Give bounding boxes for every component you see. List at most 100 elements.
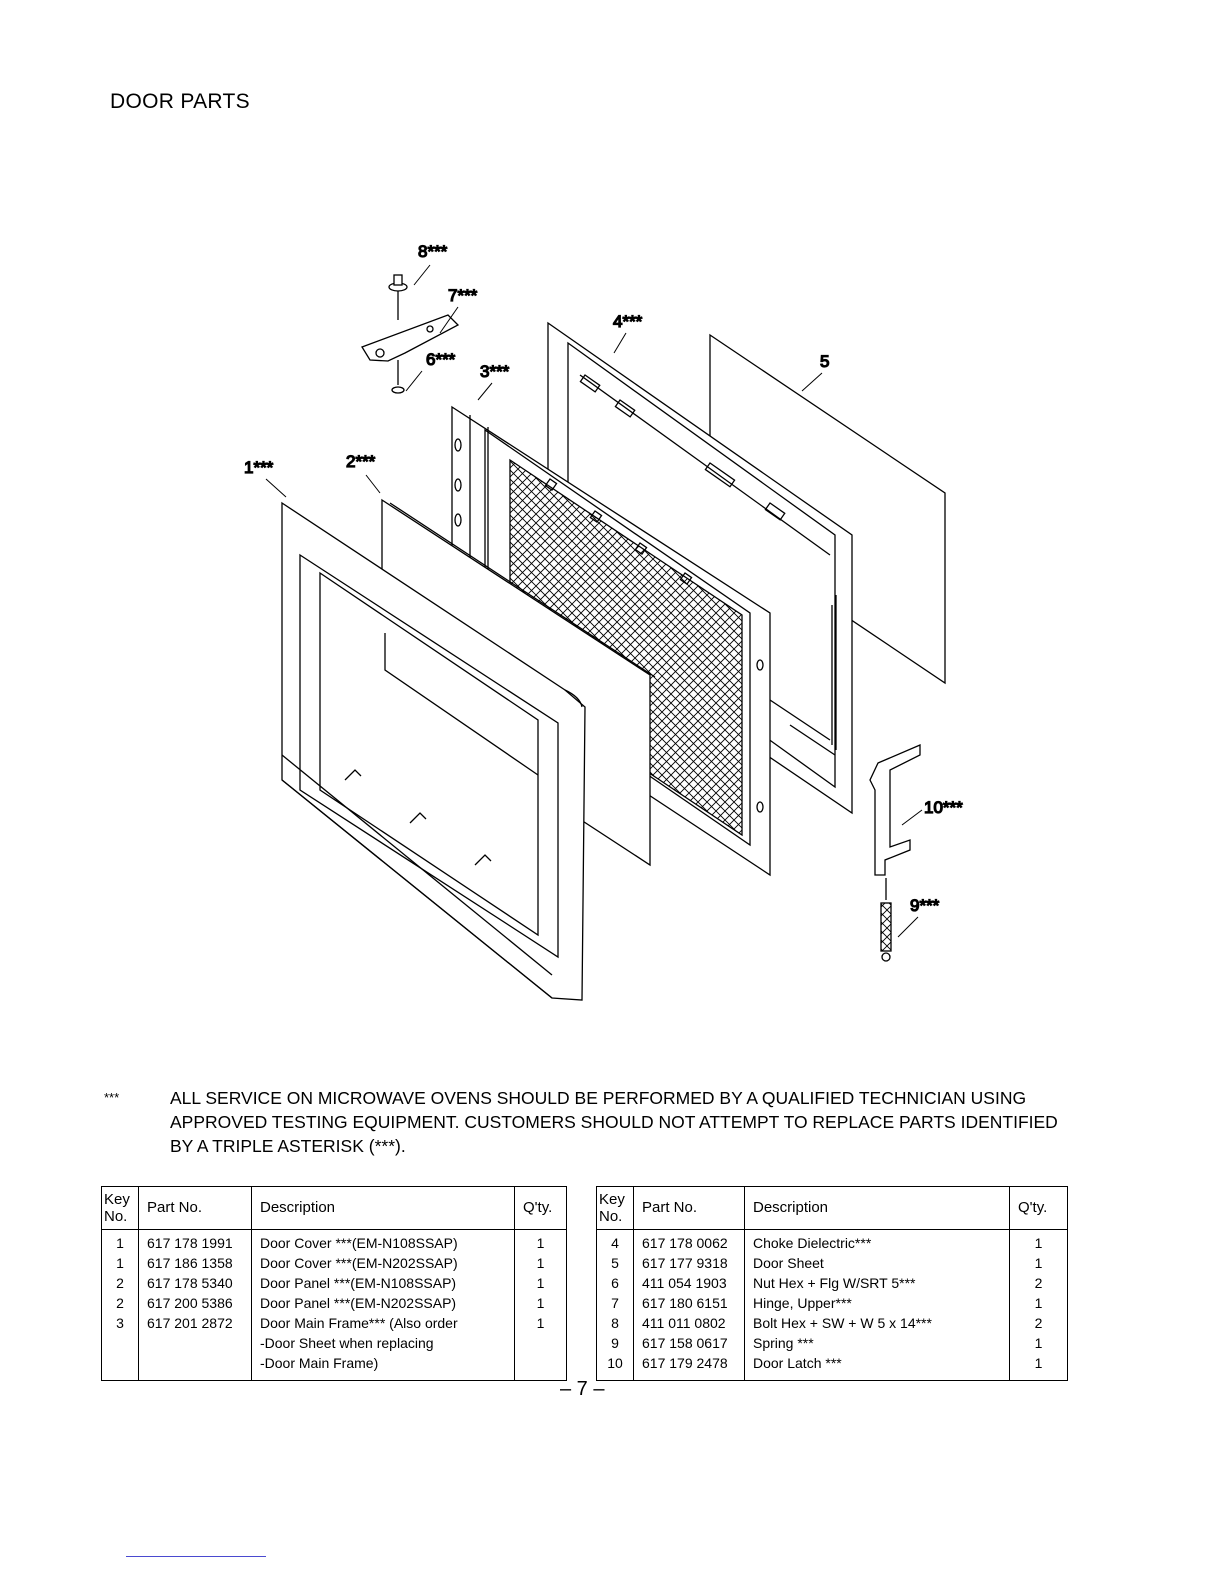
door-main-frame-part-3 — [451, 405, 771, 877]
cell-qty: 1 — [1009, 1293, 1068, 1313]
cell-qty: 2 — [1009, 1273, 1068, 1293]
cell-key-no: 9 — [596, 1333, 634, 1353]
cell-qty: 1 — [514, 1313, 567, 1333]
cell-qty: 1 — [514, 1253, 567, 1273]
cell-part-no: 617 178 1991 — [138, 1229, 252, 1253]
cell-key-no: 10 — [596, 1353, 634, 1381]
cell-qty: 2 — [1009, 1313, 1068, 1333]
cell-part-no: 411 011 0802 — [633, 1313, 745, 1333]
cell-description: Hinge, Upper*** — [744, 1293, 1010, 1313]
table-row: -Door Main Frame) — [101, 1353, 567, 1381]
cell-part-no: 617 158 0617 — [633, 1333, 745, 1353]
cell-key-no: 2 — [101, 1273, 139, 1293]
callout-7: 7*** — [448, 286, 478, 305]
page-title: DOOR PARTS — [110, 90, 250, 113]
cell-key-no: 6 — [596, 1273, 634, 1293]
bolt-part-8 — [388, 274, 408, 320]
cell-key-no: 4 — [596, 1229, 634, 1253]
cell-qty: 1 — [514, 1229, 567, 1253]
cell-part-no: 617 177 9318 — [633, 1253, 745, 1273]
callout-9: 9*** — [910, 896, 940, 915]
callout-5: 5 — [820, 352, 829, 371]
header-part-no: Part No. — [633, 1186, 745, 1230]
callout-4: 4*** — [613, 312, 643, 331]
callout-6: 6*** — [426, 350, 456, 369]
cell-part-no: 617 200 5386 — [138, 1293, 252, 1313]
cell-qty: 1 — [1009, 1229, 1068, 1253]
header-qty: Q'ty. — [514, 1186, 567, 1230]
hinge-upper-part-7 — [361, 314, 460, 362]
cell-description: Door Panel ***(EM-N108SSAP) — [251, 1273, 515, 1293]
cell-part-no — [138, 1353, 252, 1381]
footer-rule — [126, 1556, 266, 1557]
cell-part-no: 411 054 1903 — [633, 1273, 745, 1293]
door-latch-part-10 — [869, 744, 921, 876]
cell-description: -Door Main Frame) — [251, 1353, 515, 1381]
cell-description: Door Sheet — [744, 1253, 1010, 1273]
cell-part-no: 617 178 5340 — [138, 1273, 252, 1293]
cell-description: Bolt Hex + SW + W 5 x 14*** — [744, 1313, 1010, 1333]
exploded-door-diagram: 8*** 7*** 6*** 3*** 4*** 5 1*** 2*** 10*… — [230, 235, 990, 1005]
cell-description: Door Panel ***(EM-N202SSAP) — [251, 1293, 515, 1313]
cell-part-no: 617 178 0062 — [633, 1229, 745, 1253]
cell-description: Choke Dielectric*** — [744, 1229, 1010, 1253]
callout-3: 3*** — [480, 362, 510, 381]
header-description: Description — [251, 1186, 515, 1230]
leader-arrows — [265, 264, 923, 938]
cell-key-no: 1 — [101, 1253, 139, 1273]
cell-qty — [514, 1333, 567, 1353]
callout-1: 1*** — [244, 458, 274, 477]
cell-part-no: 617 186 1358 — [138, 1253, 252, 1273]
cell-part-no — [138, 1333, 252, 1353]
callout-2: 2*** — [346, 452, 376, 471]
cell-qty: 1 — [514, 1273, 567, 1293]
callout-8: 8*** — [418, 242, 448, 261]
cell-qty: 1 — [1009, 1253, 1068, 1273]
header-description: Description — [744, 1186, 1010, 1230]
cell-key-no: 2 — [101, 1293, 139, 1313]
page-number: – 7 – — [560, 1378, 605, 1400]
cell-qty: 1 — [1009, 1333, 1068, 1353]
header-part-no: Part No. — [138, 1186, 252, 1230]
cell-key-no — [101, 1353, 139, 1381]
cell-key-no: 3 — [101, 1313, 139, 1333]
cell-part-no: 617 179 2478 — [633, 1353, 745, 1381]
notice-text: ALL SERVICE ON MICROWAVE OVENS SHOULD BE… — [170, 1088, 1058, 1156]
service-notice: *** ALL SERVICE ON MICROWAVE OVENS SHOUL… — [104, 1086, 1064, 1158]
door-cover-part-1 — [281, 501, 586, 1001]
cell-description: -Door Sheet when replacing — [251, 1333, 515, 1353]
cell-key-no — [101, 1333, 139, 1353]
cell-description: Nut Hex + Flg W/SRT 5*** — [744, 1273, 1010, 1293]
notice-asterisk-mark: *** — [104, 1090, 120, 1105]
cell-part-no: 617 180 6151 — [633, 1293, 745, 1313]
cell-key-no: 7 — [596, 1293, 634, 1313]
cell-description: Door Latch *** — [744, 1353, 1010, 1381]
cell-description: Door Main Frame*** (Also order — [251, 1313, 515, 1333]
table-row: -Door Sheet when replacing — [101, 1333, 567, 1353]
nut-part-6 — [391, 360, 405, 394]
cell-qty: 1 — [514, 1293, 567, 1313]
cell-qty: 1 — [1009, 1353, 1068, 1381]
spring-part-9 — [880, 878, 892, 962]
callout-10: 10*** — [924, 798, 963, 817]
cell-key-no: 8 — [596, 1313, 634, 1333]
header-qty: Q'ty. — [1009, 1186, 1068, 1230]
cell-description: Spring *** — [744, 1333, 1010, 1353]
cell-qty — [514, 1353, 567, 1381]
